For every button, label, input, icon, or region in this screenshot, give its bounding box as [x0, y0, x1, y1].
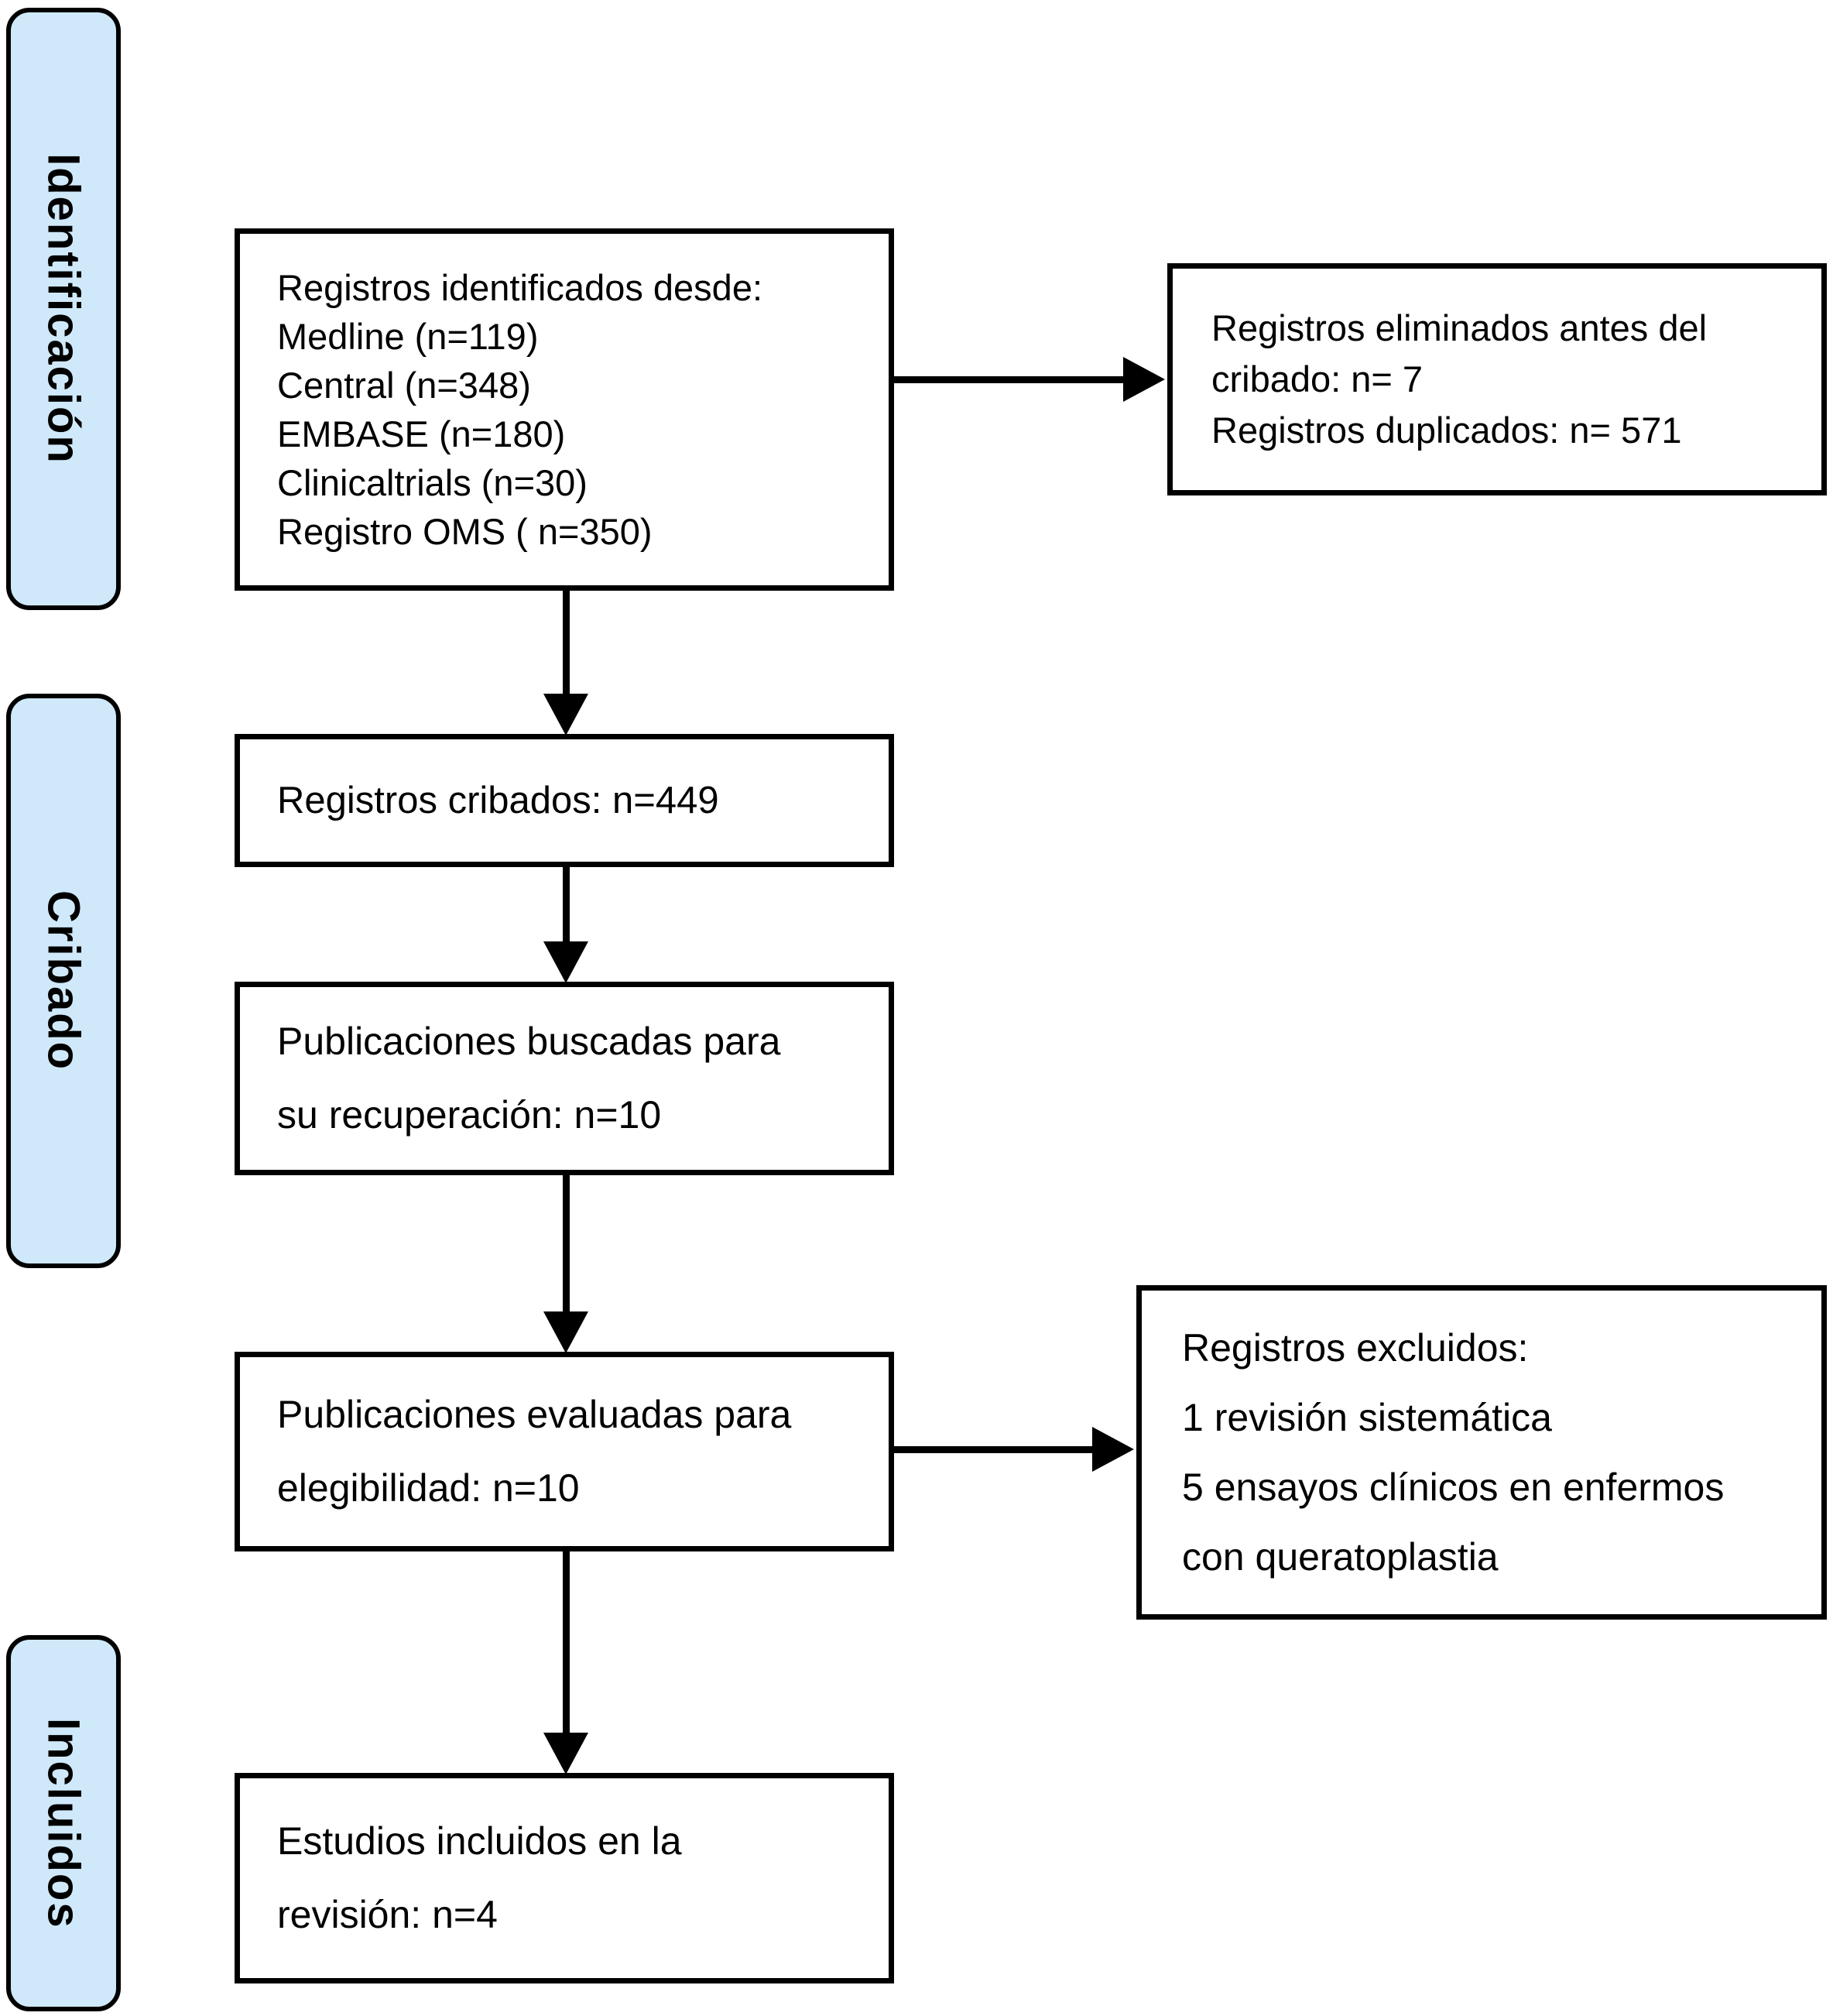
arrow-right-icon — [1123, 357, 1165, 402]
arrow-shaft — [893, 1446, 1094, 1453]
box-line: revisión: n=4 — [277, 1893, 498, 1936]
box-line: Publicaciones buscadas para — [277, 1020, 781, 1063]
stage-label-identificacion-text: Identificación — [38, 153, 89, 465]
arrow-down-icon — [543, 1733, 588, 1774]
box-line: Medline (n=119) — [277, 316, 539, 357]
box-line: cribado: n= 7 — [1211, 358, 1424, 399]
box-records-removed-before-screening: Registros eliminados antes del cribado: … — [1167, 263, 1827, 495]
box-studies-included: Estudios incluidos en la revisión: n=4 — [235, 1773, 894, 1983]
box-line: con queratoplastia — [1182, 1535, 1499, 1579]
arrow-right-icon — [1092, 1427, 1134, 1472]
box-line: su recuperación: n=10 — [277, 1093, 662, 1137]
stage-label-cribado: Cribado — [6, 694, 121, 1268]
box-line: Registro OMS ( n=350) — [277, 511, 653, 552]
arrow-shaft — [563, 1175, 570, 1313]
box-line: Registros identificados desde: — [277, 267, 763, 308]
stage-label-incluidos: Incluidos — [6, 1635, 121, 2011]
box-line: 1 revisión sistemática — [1182, 1396, 1552, 1439]
box-records-excluded: Registros excluidos: 1 revisión sistemát… — [1136, 1285, 1827, 1620]
box-line: elegibilidad: n=10 — [277, 1466, 580, 1510]
box-line: Registros duplicados: n= 571 — [1211, 410, 1682, 451]
box-line: Clinicaltrials (n=30) — [277, 462, 588, 503]
box-line: 5 ensayos clínicos en enfermos — [1182, 1466, 1725, 1509]
box-line: Central (n=348) — [277, 365, 531, 406]
box-line: EMBASE (n=180) — [277, 413, 566, 454]
arrow-down-icon — [543, 941, 588, 983]
stage-label-identificacion: Identificación — [6, 8, 121, 610]
box-publications-sought: Publicaciones buscadas para su recuperac… — [235, 982, 894, 1175]
arrow-down-icon — [543, 694, 588, 735]
arrow-shaft — [893, 376, 1125, 383]
box-line: Registros eliminados antes del — [1211, 307, 1708, 348]
stage-label-cribado-text: Cribado — [38, 890, 89, 1071]
box-identified-records: Registros identificados desde: Medline (… — [235, 228, 894, 591]
box-publications-assessed: Publicaciones evaluadas para elegibilida… — [235, 1352, 894, 1551]
stage-label-incluidos-text: Incluidos — [38, 1717, 89, 1929]
box-records-screened: Registros cribados: n=449 — [235, 734, 894, 867]
box-line: Registros excluidos: — [1182, 1326, 1529, 1370]
box-line: Registros cribados: n=449 — [277, 780, 719, 821]
box-line: Estudios incluidos en la — [277, 1819, 682, 1863]
arrow-shaft — [563, 591, 570, 695]
arrow-down-icon — [543, 1311, 588, 1353]
box-line: Publicaciones evaluadas para — [277, 1393, 792, 1436]
arrow-shaft — [563, 867, 570, 943]
arrow-shaft — [563, 1551, 570, 1734]
